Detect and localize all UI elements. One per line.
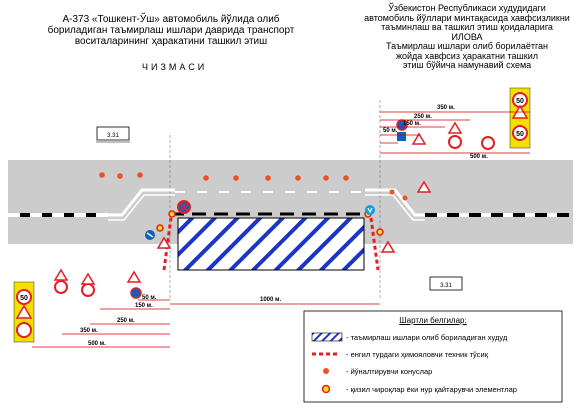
speed-limit-sign-bottom: 50 bbox=[20, 295, 28, 302]
legend-title: Шартли белгилар: bbox=[399, 316, 467, 325]
dim-bottom-150: 150 м. bbox=[135, 303, 153, 309]
appendix-line: таъминлаш ва ташкил этиш қоидаларига bbox=[381, 22, 553, 32]
keep-left-sign-road bbox=[365, 205, 375, 215]
barrier-left bbox=[162, 217, 173, 271]
centerline-left bbox=[8, 213, 108, 217]
header-title-line: воситаларининг ҳаракатини ташкил этиш bbox=[74, 36, 268, 47]
legend-swatch-work-zone bbox=[311, 332, 343, 342]
appendix-line: Ўзбекистон Республикаси худудидаги bbox=[388, 3, 546, 13]
centerline-left-black bbox=[20, 213, 96, 217]
keep-right-sign-road bbox=[145, 230, 155, 240]
lane-shift-marking bbox=[108, 188, 175, 217]
appendix-line: жойда хавфсиз ҳаракатни ташкил bbox=[396, 50, 538, 61]
lane-shift-marking bbox=[365, 194, 425, 221]
dim-top-500: 500 м. bbox=[470, 154, 488, 160]
distance-plate-top-label: 3.31 bbox=[107, 133, 119, 139]
distance-plate-top bbox=[96, 126, 130, 143]
roadworks-sign-road-left bbox=[156, 236, 172, 249]
dim-top-150: 150 м. bbox=[403, 121, 421, 127]
dim-top-250: 250 м. bbox=[414, 114, 432, 120]
distance-plate-bottom-label: 3.31 bbox=[440, 283, 452, 289]
header-title: А-373 «Тошкент-Ўш» автомобиль йўлида оли… bbox=[40, 14, 302, 47]
appendix-note: Ўзбекистон Республикаси худудидаги автом… bbox=[362, 3, 572, 71]
appendix-line: Таъмирлаш ишлари олиб борилаётган bbox=[385, 41, 549, 51]
dim-bottom-350: 350 м. bbox=[80, 328, 98, 334]
legend-item-work-zone: - таъмирлаш ишлари олиб бориладиган худу… bbox=[346, 333, 508, 342]
lane-shift-marking bbox=[365, 188, 425, 217]
dim-bottom-250: 250 м. bbox=[117, 318, 135, 324]
signs-top-right bbox=[396, 87, 531, 150]
cones-top bbox=[99, 172, 408, 201]
centerline-right bbox=[425, 213, 569, 217]
bottom-dimensions bbox=[32, 299, 380, 348]
legend-swatch-light bbox=[321, 384, 331, 394]
lane-shift-marking bbox=[108, 194, 175, 221]
speed-limit-sign-mid: 50 bbox=[516, 131, 524, 138]
header-title-line: бориладиган таъмирлаш ишлари даврида тра… bbox=[47, 25, 295, 36]
work-zone bbox=[177, 217, 365, 271]
header-subtitle: ЧИЗМАСИ bbox=[142, 62, 208, 72]
legend-swatch-cone bbox=[323, 368, 329, 374]
dim-top-350: 350 м. bbox=[437, 105, 455, 111]
barrier-right bbox=[369, 217, 380, 271]
dim-bottom-50: 50 м. bbox=[142, 295, 157, 301]
dim-bottom-500: 500 м. bbox=[88, 341, 106, 347]
distance-plate-bottom bbox=[429, 276, 463, 291]
dim-work-zone: 1000 м. bbox=[260, 297, 281, 303]
signs-bottom-left bbox=[13, 268, 142, 343]
speed-limit-sign-top: 50 bbox=[516, 98, 524, 105]
dim-top-50: 50 м. bbox=[383, 128, 398, 134]
appendix-line: ИЛОВА bbox=[451, 31, 483, 42]
top-dimensions bbox=[380, 111, 530, 154]
roadworks-sign-road-right bbox=[380, 180, 432, 253]
legend-item-cones: - йўналтирувчи конуслар bbox=[346, 367, 433, 376]
warning-lights bbox=[156, 210, 384, 236]
legend-item-barrier: - енгил турдаги ҳимояловчи техник тўсиқ bbox=[346, 350, 489, 359]
appendix-line: этиш бўйича намунавий схема bbox=[402, 60, 532, 70]
legend-item-lights: - қизил чироқлар ёки нур қайтарувчи элем… bbox=[346, 385, 517, 394]
appendix-line: автомобиль йўллари минтақасида хавфсизли… bbox=[364, 12, 570, 23]
no-parking-sign-road bbox=[177, 200, 191, 214]
header-title-line: А-373 «Тошкент-Ўш» автомобиль йўлида оли… bbox=[62, 14, 280, 25]
legend-box bbox=[303, 310, 563, 403]
